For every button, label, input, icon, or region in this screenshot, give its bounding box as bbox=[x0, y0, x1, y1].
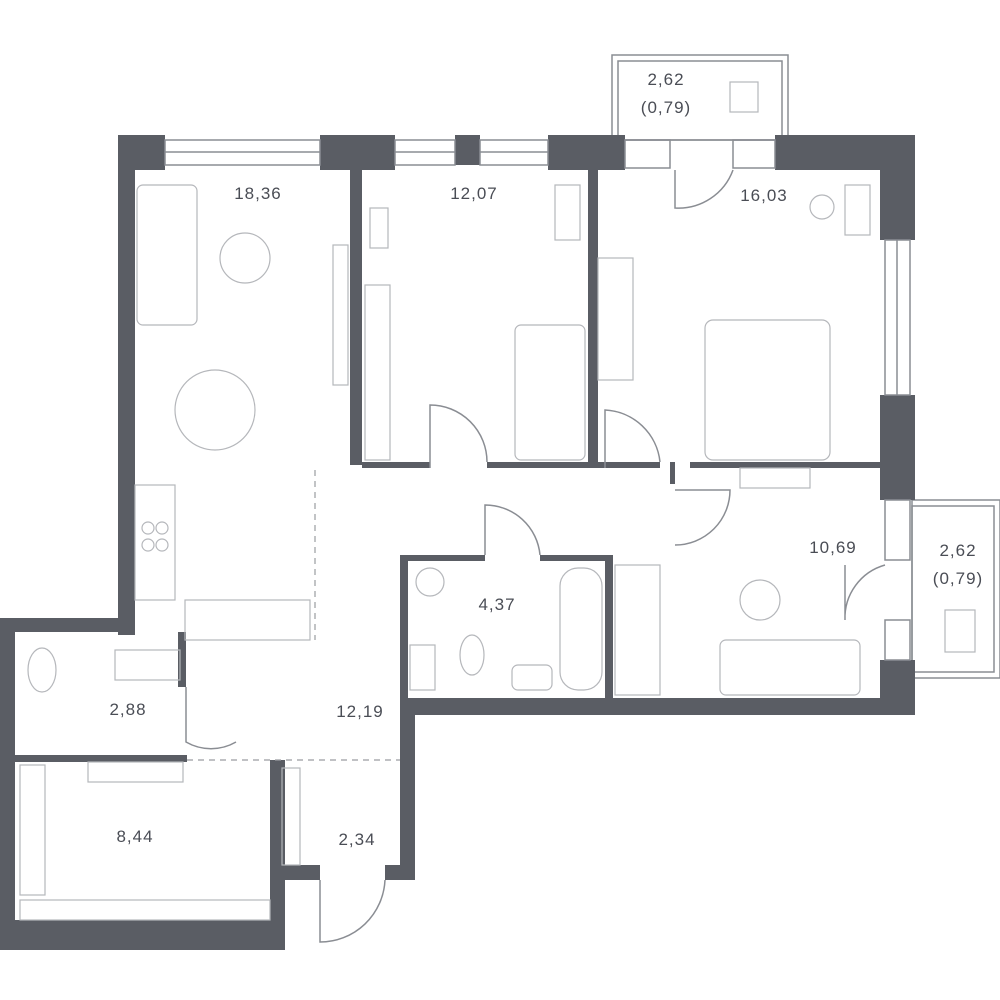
area-balcony-top: 2,62 bbox=[647, 70, 684, 89]
area-bedroom-2: 16,03 bbox=[740, 186, 788, 205]
furniture bbox=[19, 81, 976, 921]
area-bedroom-4: 8,44 bbox=[116, 827, 153, 846]
doors bbox=[185, 169, 886, 943]
area-balcony-right-sub: (0,79) bbox=[933, 569, 983, 588]
walls bbox=[0, 135, 915, 950]
area-hall: 12,19 bbox=[336, 702, 384, 721]
room-labels: 18,36 12,07 16,03 2,62 (0,79) 10,69 2,62… bbox=[109, 70, 983, 849]
open-partitions bbox=[187, 470, 400, 761]
area-bedroom-3: 10,69 bbox=[809, 538, 857, 557]
area-toilet: 2,88 bbox=[109, 700, 146, 719]
area-bathroom: 4,37 bbox=[478, 595, 515, 614]
area-balcony-top-sub: (0,79) bbox=[641, 98, 691, 117]
area-bedroom-1: 12,07 bbox=[450, 184, 498, 203]
balcony-top-outline bbox=[611, 54, 789, 141]
balcony-right-outline bbox=[911, 499, 1000, 679]
area-balcony-right: 2,62 bbox=[939, 541, 976, 560]
area-living-kitchen: 18,36 bbox=[234, 184, 282, 203]
area-entry: 2,34 bbox=[338, 830, 375, 849]
windows bbox=[164, 139, 911, 661]
